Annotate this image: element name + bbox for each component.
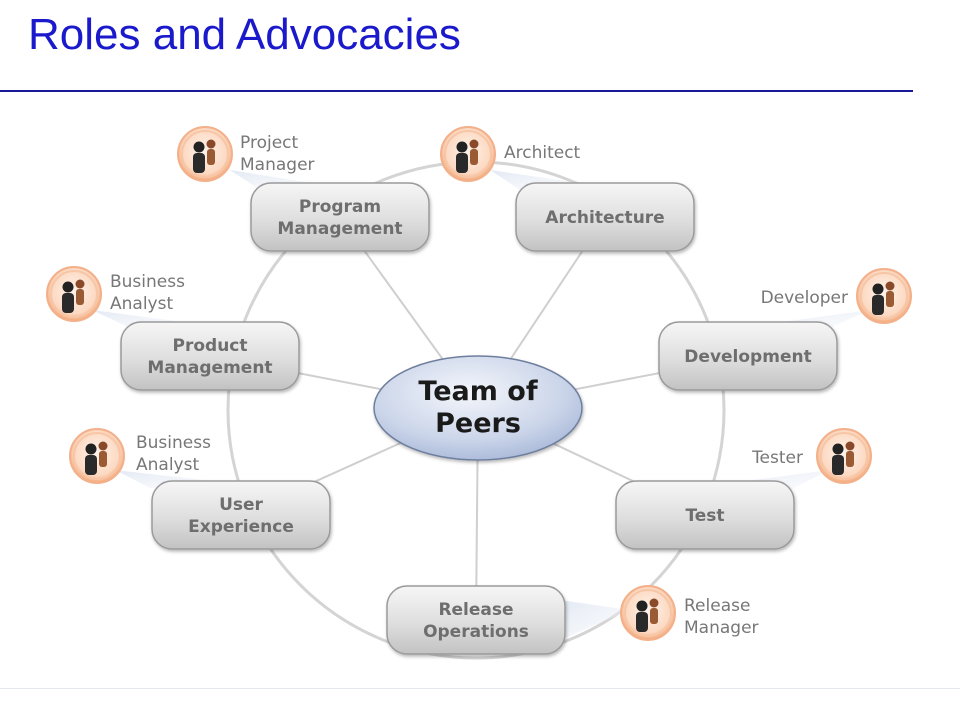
- role-label-release-operations: Manager: [684, 618, 759, 638]
- people-icon: [69, 428, 125, 484]
- node-architecture: Architecture: [515, 182, 695, 252]
- node-label-product-management: Product: [173, 336, 248, 356]
- role-label-user-experience: Analyst: [136, 455, 199, 475]
- people-icon: [816, 428, 872, 484]
- node-box-development: [658, 321, 838, 391]
- role-label-development: Developer: [761, 288, 848, 308]
- people-icon: [856, 268, 912, 324]
- role-label-user-experience: Business: [136, 433, 211, 453]
- node-development: Development: [658, 321, 838, 391]
- role-label-program-management: Manager: [240, 155, 315, 175]
- role-label-test: Tester: [751, 448, 803, 468]
- slide-title: Roles and Advocacies: [28, 10, 461, 59]
- node-box-release-operations: [386, 585, 566, 655]
- node-label-product-management: Management: [147, 358, 272, 378]
- people-icon: [177, 126, 233, 182]
- node-box-architecture: [515, 182, 695, 252]
- role-advocates: ProjectManagerArchitectDeveloperTesterRe…: [46, 126, 912, 641]
- role-label-program-management: Project: [240, 133, 298, 153]
- role-label-product-management: Business: [110, 272, 185, 292]
- node-label-architecture: Architecture: [545, 208, 664, 228]
- node-box-product-management: [120, 321, 300, 391]
- node-label-development: Development: [684, 347, 811, 367]
- center-label-line-1: Team of: [418, 376, 537, 407]
- node-box-test: [615, 480, 795, 550]
- node-box-program-management: [250, 182, 430, 252]
- footer-divider: [0, 688, 960, 689]
- people-icon: [46, 266, 102, 322]
- node-label-program-management: Program: [299, 197, 381, 217]
- title-divider: [0, 90, 913, 92]
- node-label-test: Test: [685, 506, 724, 526]
- center-node: Team of Peers: [373, 355, 583, 461]
- node-label-user-experience: User: [219, 495, 263, 515]
- node-label-release-operations: Release: [438, 600, 513, 620]
- role-nodes: ProgramManagementArchitectureDevelopment…: [120, 182, 838, 655]
- people-icon: [440, 126, 496, 182]
- node-box-user-experience: [151, 480, 331, 550]
- center-label-line-2: Peers: [435, 408, 521, 439]
- beam-release-operations: [560, 600, 630, 640]
- people-icon: [620, 585, 676, 641]
- role-label-architecture: Architect: [504, 143, 581, 163]
- node-label-user-experience: Experience: [188, 517, 294, 537]
- node-label-program-management: Management: [277, 219, 402, 239]
- node-test: Test: [615, 480, 795, 550]
- node-label-release-operations: Operations: [423, 622, 529, 642]
- role-label-product-management: Analyst: [110, 294, 173, 314]
- role-label-release-operations: Release: [684, 596, 750, 616]
